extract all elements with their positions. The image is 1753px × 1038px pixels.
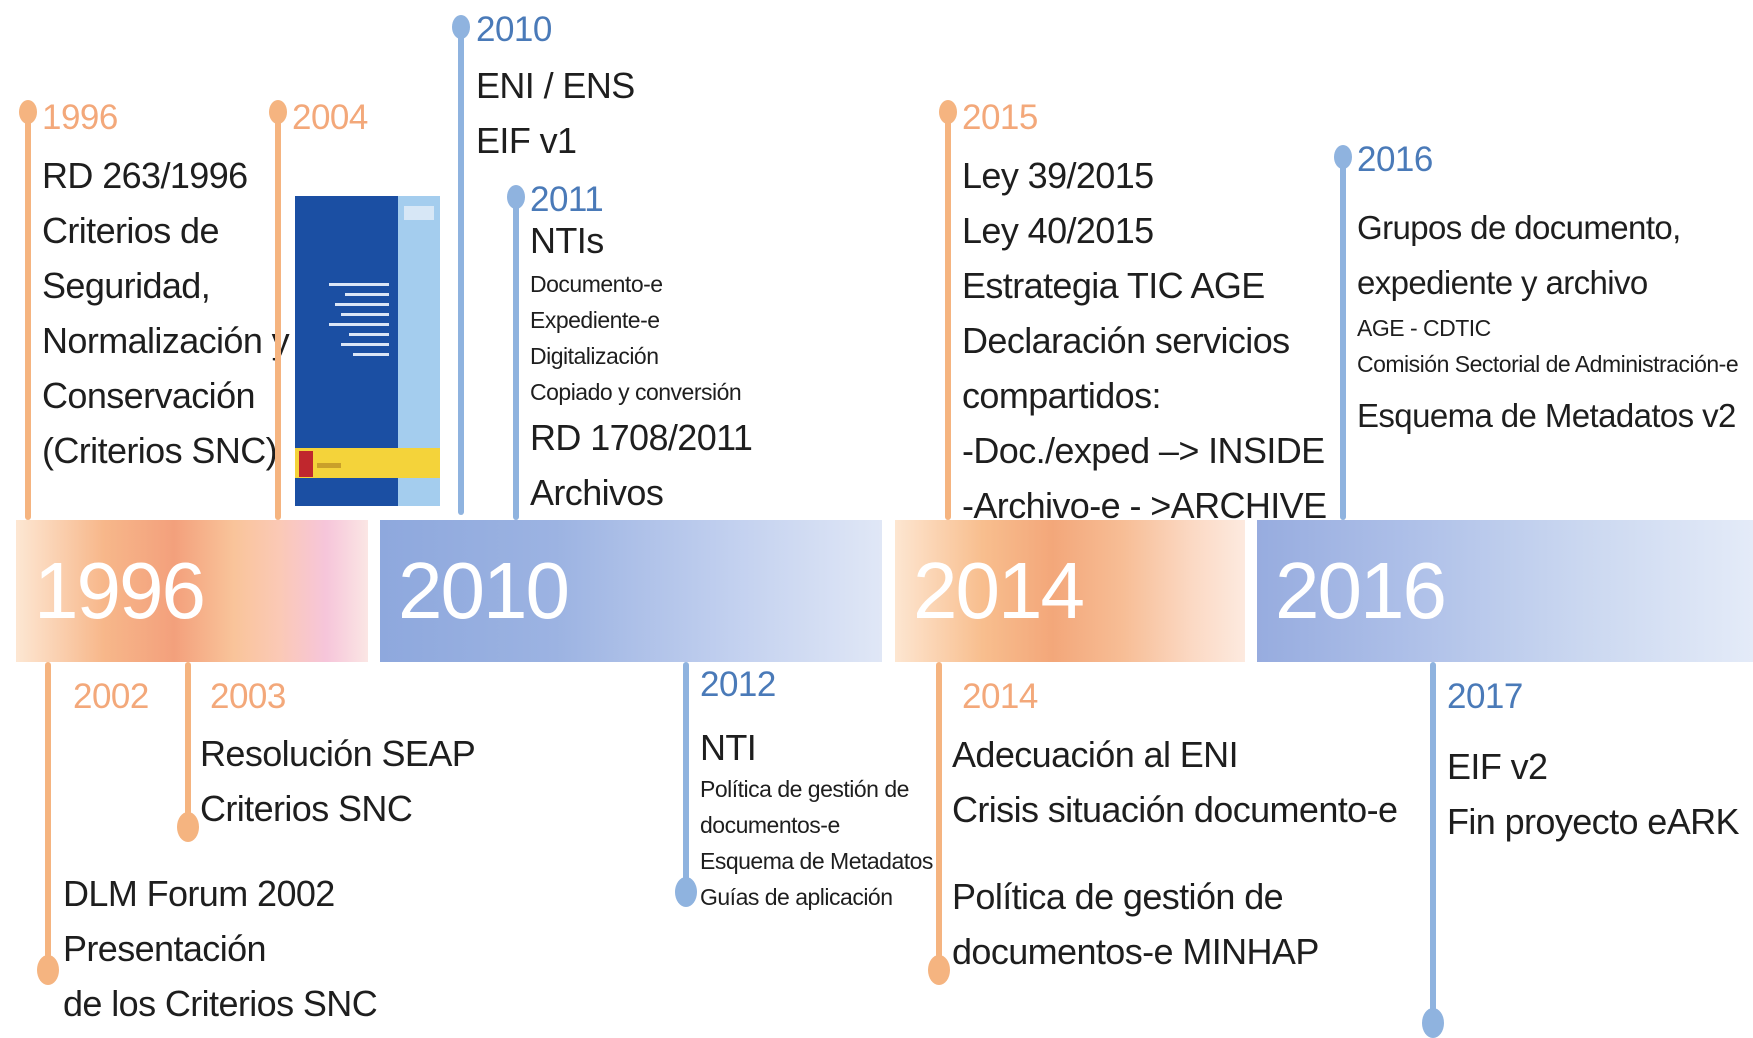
band-label-2016: 2016 [1275, 546, 1447, 635]
marker-2004 [269, 100, 287, 124]
event-line: (Criterios SNC) [42, 430, 278, 471]
marker-2017 [1422, 1008, 1444, 1038]
stem-2004 [275, 110, 281, 520]
band-segment-1996: 1996 [16, 520, 368, 662]
event-line: documentos-e MINHAP [952, 931, 1319, 972]
event-line: -Doc./exped –> INSIDE [962, 430, 1325, 471]
stem-2002 [45, 662, 51, 962]
event-line: EIF v1 [476, 120, 577, 161]
event-line: Resolución SEAP [200, 733, 476, 774]
event-item: documentos-e [700, 812, 840, 838]
year-2012: 2012 [700, 665, 776, 704]
event-item: Expediente-e [530, 307, 660, 333]
event-line: Normalización y [42, 320, 290, 361]
marker-2012 [675, 877, 697, 907]
event-item: Guías de aplicación [700, 884, 893, 910]
stem-2016 [1340, 155, 1346, 520]
event-line: compartidos: [962, 375, 1161, 416]
event-line: Estrategia TIC AGE [962, 265, 1265, 306]
stem-2015 [945, 110, 951, 520]
event-line: Presentación [63, 928, 267, 969]
event-item: Copiado y conversión [530, 379, 742, 405]
event-line: Seguridad, [42, 265, 211, 306]
marker-2011 [507, 185, 525, 209]
year-2016: 2016 [1357, 140, 1433, 179]
band-label-2010: 2010 [398, 546, 570, 635]
event-line: Política de gestión de [952, 876, 1284, 917]
marker-2002 [37, 955, 59, 985]
band-segment-2016: 2016 [1257, 520, 1753, 662]
event-line: de los Criterios SNC [63, 983, 378, 1024]
year-2010: 2010 [476, 10, 552, 49]
stem-2017 [1430, 662, 1436, 1022]
year-2004: 2004 [292, 98, 368, 137]
event-2014-text: Adecuación al ENI Crisis situación docum… [952, 727, 1398, 979]
year-2002: 2002 [73, 677, 149, 716]
event-item: AGE - CDTIC [1357, 315, 1491, 341]
stem-2011 [513, 195, 519, 520]
event-line: Esquema de Metadatos v2 [1357, 397, 1736, 434]
marker-2016 [1334, 145, 1352, 169]
event-line: Ley 40/2015 [962, 210, 1154, 251]
year-2011: 2011 [530, 180, 604, 219]
event-line: DLM Forum 2002 [63, 873, 335, 914]
event-line: expediente y archivo [1357, 264, 1648, 301]
band-label-1996: 1996 [34, 546, 206, 635]
event-line: Grupos de documento, [1357, 209, 1681, 246]
event-line: EIF v2 [1447, 746, 1548, 787]
band-label-2014: 2014 [913, 546, 1085, 635]
event-line: Fin proyecto eARK [1447, 801, 1740, 842]
event-2016-text: Grupos de documento, expediente y archiv… [1357, 200, 1739, 443]
event-item: Esquema de Metadatos [700, 848, 933, 874]
event-1996-text: RD 263/1996 Criterios de Seguridad, Norm… [42, 148, 290, 478]
event-2010-text: ENI / ENS EIF v1 [476, 58, 635, 168]
event-item: Política de gestión de [700, 776, 909, 802]
stem-2010 [458, 25, 464, 515]
event-line: Criterios SNC [200, 788, 413, 829]
event-2012-text: NTI Política de gestión de documentos-e … [700, 725, 933, 915]
event-line: RD 263/1996 [42, 155, 248, 196]
marker-2014 [928, 955, 950, 985]
event-line: ENI / ENS [476, 65, 635, 106]
event-line: RD 1708/2011 [530, 417, 753, 458]
event-item: Comisión Sectorial de Administración-e [1357, 351, 1739, 377]
event-line: Declaración servicios [962, 320, 1290, 361]
stem-2012 [683, 662, 689, 882]
event-2017-text: EIF v2 Fin proyecto eARK [1447, 739, 1740, 849]
event-title: NTI [700, 727, 757, 768]
stem-2003 [185, 662, 191, 822]
cover-ministry-mark [317, 463, 341, 468]
cover-header [404, 206, 434, 220]
stem-1996 [25, 110, 31, 520]
event-item: Digitalización [530, 343, 659, 369]
stem-2014 [936, 662, 942, 962]
coat-of-arms-icon [299, 451, 313, 477]
event-line: Criterios de [42, 210, 219, 251]
marker-2010 [452, 15, 470, 39]
event-line: Ley 39/2015 [962, 155, 1154, 196]
event-2011-text: NTIs Documento-e Expediente-e Digitaliza… [530, 216, 753, 520]
year-2003: 2003 [210, 677, 286, 716]
year-2017: 2017 [1447, 677, 1523, 716]
event-item: Documento-e [530, 271, 663, 297]
event-line: Crisis situación documento-e [952, 789, 1398, 830]
event-title: NTIs [530, 220, 604, 261]
cover-title-lines [319, 276, 389, 363]
marker-2015 [939, 100, 957, 124]
year-2014: 2014 [962, 677, 1038, 716]
band-segment-2010: 2010 [380, 520, 882, 662]
event-line: Conservación [42, 375, 256, 416]
event-line: Archivos [530, 472, 664, 513]
event-2002-text: DLM Forum 2002 Presentación de los Crite… [63, 866, 378, 1031]
year-2015: 2015 [962, 98, 1038, 137]
event-line: Adecuación al ENI [952, 734, 1239, 775]
publication-cover-image [295, 196, 440, 506]
event-2003-text: Resolución SEAP Criterios SNC [200, 726, 476, 836]
marker-2003 [177, 812, 199, 842]
marker-1996 [19, 100, 37, 124]
band-segment-2014: 2014 [895, 520, 1245, 662]
year-1996: 1996 [42, 98, 118, 137]
event-line: -Archivo-e - >ARCHIVE [962, 485, 1327, 520]
event-2015-text: Ley 39/2015 Ley 40/2015 Estrategia TIC A… [962, 148, 1327, 520]
